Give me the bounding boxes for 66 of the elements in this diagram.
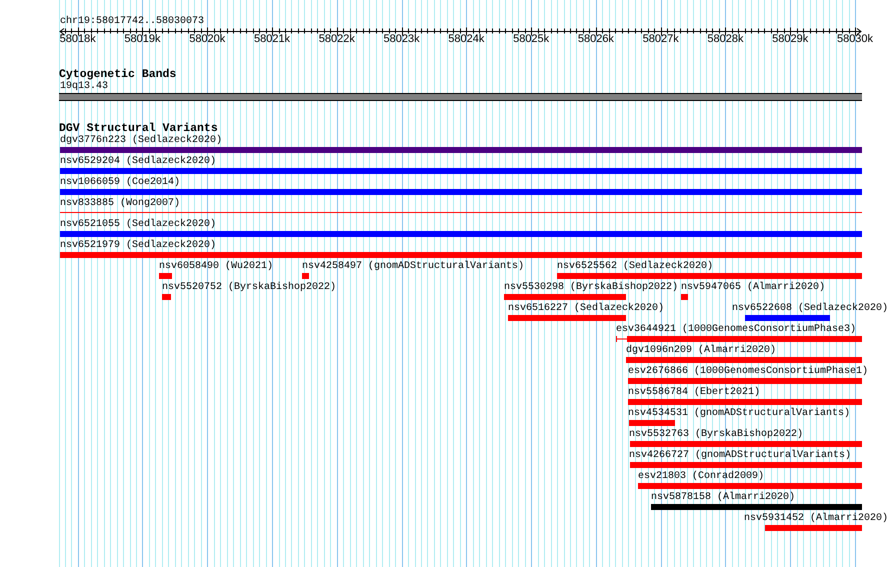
- sv-feature: [628, 366, 868, 384]
- sv-feature: [60, 198, 862, 213]
- feature-label: nsv5532763 (ByrskaBishop2022): [629, 428, 804, 440]
- feature-label: nsv6522608 (Sedlazeck2020): [732, 302, 888, 314]
- tick-label: 58023k: [384, 33, 420, 46]
- feature-label: nsv5520752 (ByrskaBishop2022): [162, 282, 336, 292]
- feature-label: nsv5878158 (Almarri2020): [651, 492, 796, 502]
- feature-label: nsv5931452 (Almarri2020): [744, 512, 888, 524]
- feature-label: nsv6516227 (Sedlazeck2020): [508, 302, 664, 314]
- feature-label: nsv4534531 (gnomADStructuralVariants): [628, 408, 850, 418]
- tick-label: 58020k: [189, 33, 226, 46]
- feature-label: nsv1066059 (Coe2014): [60, 176, 180, 188]
- band-label: 19q13.43: [60, 80, 108, 92]
- tick-label: 58029k: [772, 33, 808, 46]
- sv-feature: [60, 134, 862, 153]
- feature-label: dgv1096n209 (Almarri2020): [626, 344, 776, 356]
- feature-label: nsv5947065 (Almarri2020): [681, 282, 826, 292]
- sv-feature: [557, 260, 862, 279]
- cytoband-feature: [59, 80, 862, 101]
- tick-label: 58027k: [642, 33, 679, 46]
- tick-label: 58018k: [60, 33, 96, 46]
- track-heading: Cytogenetic Bands: [59, 68, 176, 80]
- sv-feature: [681, 282, 826, 300]
- sv-feature: [508, 302, 664, 321]
- feature-label: nsv4258497 (gnomADStructuralVariants): [302, 260, 524, 272]
- sv-feature: [629, 450, 862, 468]
- sv-feature: [60, 240, 862, 258]
- feature-label: nsv5530298 (ByrskaBishop2022): [504, 282, 678, 292]
- sv-feature: [626, 344, 862, 363]
- sv-feature: [744, 512, 888, 531]
- feature-label: nsv4266727 (gnomADStructuralVariants): [629, 450, 852, 460]
- sv-feature: [628, 386, 862, 405]
- sv-feature: [60, 156, 862, 174]
- feature-label: esv3644921 (1000GenomesConsortiumPhase3): [616, 324, 856, 334]
- feature-label: nsv6521055 (Sedlazeck2020): [60, 218, 216, 230]
- locus-label: chr19:58017742..58030073: [60, 16, 204, 27]
- tick-label: 58024k: [448, 33, 484, 46]
- feature-label: nsv5586784 (Ebert2021): [628, 386, 760, 398]
- sv-feature: [60, 218, 862, 237]
- tick-label: 58019k: [124, 33, 161, 46]
- feature-label: nsv6525562 (Sedlazeck2020): [557, 260, 714, 272]
- sv-feature: [628, 408, 850, 426]
- sv-feature: [504, 282, 678, 300]
- track-heading: DGV Structural Variants: [59, 122, 218, 134]
- tick-label: 58021k: [254, 33, 290, 46]
- feature-label: nsv6521979 (Sedlazeck2020): [60, 240, 216, 250]
- sv-feature: [162, 282, 336, 300]
- sv-feature: [732, 302, 888, 321]
- feature-label: nsv6058490 (Wu2021): [159, 260, 274, 272]
- tick-label: 58026k: [578, 33, 614, 46]
- tick-label: 58028k: [707, 33, 744, 46]
- feature-label: dgv3776n223 (Sedlazeck2020): [60, 134, 222, 146]
- sv-feature: [638, 470, 862, 489]
- feature-label: nsv833885 (Wong2007): [60, 198, 180, 208]
- feature-label: esv2676866 (1000GenomesConsortiumPhase1): [628, 366, 868, 376]
- feature-label: esv21803 (Conrad2009): [638, 470, 764, 482]
- tick-label: 58025k: [513, 33, 550, 46]
- sv-feature: [302, 260, 524, 279]
- sv-feature: [629, 428, 862, 447]
- sv-feature: [159, 260, 274, 279]
- tick-label: 58030k: [836, 33, 874, 46]
- sv-feature: [60, 176, 862, 195]
- tick-label: 58022k: [318, 33, 355, 46]
- feature-label: nsv6529204 (Sedlazeck2020): [60, 156, 216, 166]
- sv-feature: [651, 492, 862, 510]
- sv-feature: [616, 324, 862, 342]
